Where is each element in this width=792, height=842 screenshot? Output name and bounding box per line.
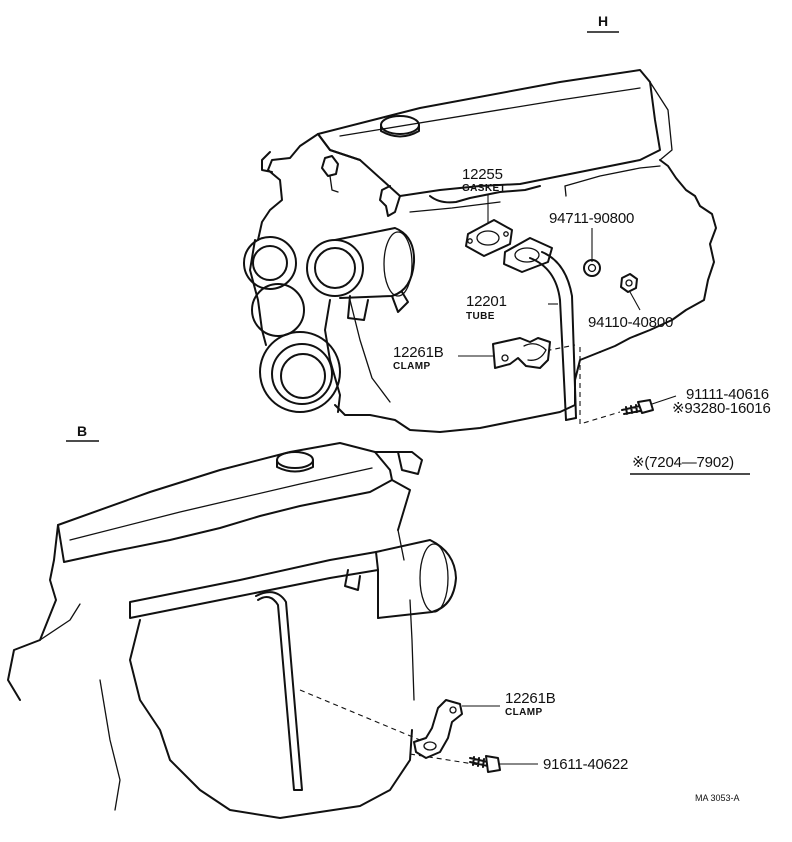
gasket-12255-name: GASKET (462, 183, 506, 194)
clamp-12261-h-drawing (492, 337, 551, 369)
reference-code: MA 3053-A (695, 793, 740, 803)
tube-12201-drawing (503, 237, 577, 421)
assembly-guide-line-h (579, 347, 621, 425)
bolt-91111-number: 91111-40616 (686, 386, 769, 403)
clamp-12261-b-number: 12261B (505, 690, 556, 707)
clamp-12261-h-number: 12261B (393, 344, 444, 361)
clamp-12261-b-drawing (413, 699, 463, 759)
bolt-91111-drawing (621, 399, 654, 415)
section-h-label: H (598, 13, 608, 29)
section-b-label: B (77, 423, 87, 439)
date-range-note: ※(7204—7902) (632, 454, 734, 471)
gasket-12255-number: 12255 (462, 166, 503, 183)
leader-lines (458, 194, 677, 765)
tube-12201-name: TUBE (466, 311, 495, 322)
bolt-91611-drawing (469, 755, 501, 773)
bolt-93280-number: ※93280-16016 (672, 400, 771, 417)
nut-94711-drawing (583, 259, 601, 277)
tube-12201-number: 12201 (466, 293, 507, 310)
clamp-12261-b-name: CLAMP (505, 707, 543, 718)
assembly-guide-line-b (299, 689, 421, 741)
nut-94110-number: 94110-40800 (588, 314, 673, 331)
gasket-12255-drawing (465, 219, 513, 257)
tube-b-drawing (255, 591, 303, 791)
engine-b-drawing (7, 442, 457, 819)
bolt-91611-number: 91611-40622 (543, 756, 628, 773)
clamp-12261-h-name: CLAMP (393, 361, 431, 372)
nut-94110-drawing (620, 273, 638, 293)
nut-94711-number: 94711-90800 (549, 210, 634, 227)
